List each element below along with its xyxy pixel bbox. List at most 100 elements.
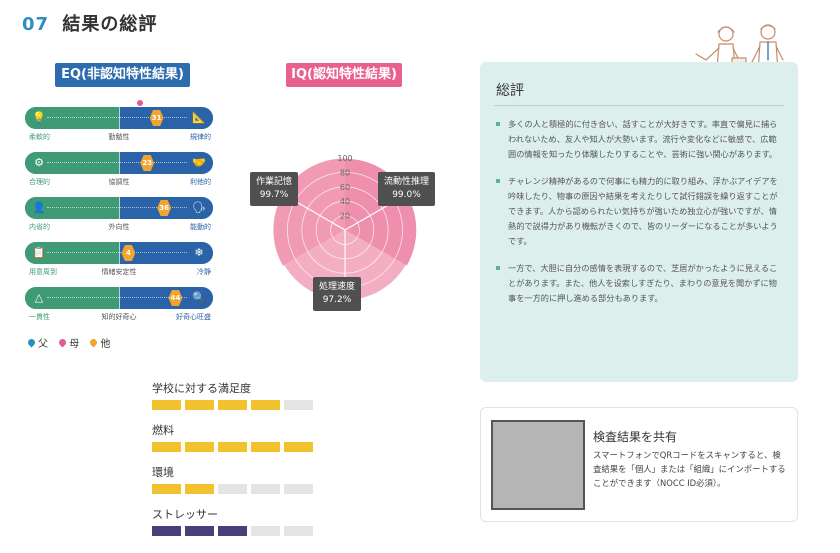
summary-item: 多くの人と積極的に付き合い、話すことが大好きです。率直で偏見に捕らわれないため、… [494,117,784,162]
radar-tick-label: 80 [340,168,350,177]
summary-item: チャレンジ精神があるので何事にも精力的に取り組み、浮かぶアイデアを吟味したり、物… [494,174,784,249]
satisfaction-item: 燃料 [152,422,317,452]
rating-box [218,484,247,494]
rating-box [152,400,181,410]
page-title-text: 結果の総評 [62,14,158,35]
share-panel: 検査結果を共有 スマートフォンでQRコードをスキャンすると、検査結果を「個人」ま… [480,407,798,522]
score-badge: 31 [149,110,164,126]
rating-box [251,400,280,410]
summary-item: 一方で、大胆に自分の感情を表現するので、芝居がかったように見えることがあります。… [494,261,784,306]
rating-box [284,484,313,494]
rating-bar [152,484,317,494]
trait-right-icon: 📐 [192,111,206,124]
rating-box [185,442,214,452]
rating-box [284,526,313,536]
summary-title: 総評 [496,83,524,99]
trait-left-label: 用意周到 [29,268,57,276]
score-badge: 36 [157,200,172,216]
trait-right-label: 規律的 [190,133,211,141]
rating-box [185,400,214,410]
rating-box [284,442,313,452]
rating-box [152,442,181,452]
trait-right-label: 好奇心旺盛 [176,313,211,321]
eq-row: △ 🔍 44 一貫性 知的好奇心 好奇心旺盛 [25,287,213,323]
satisfaction-label: 燃料 [152,424,174,437]
radar-tick-label: 20 [340,212,350,221]
qr-code-image[interactable] [491,420,585,510]
trait-right-label: 能動的 [190,223,211,231]
radar-tick-label: 40 [340,197,350,206]
trait-left-label: 一貫性 [29,313,50,321]
rating-box [251,442,280,452]
eq-legend: 父 母 他 [26,335,118,350]
rating-bar [152,526,317,536]
radar-tick-label: 100 [337,154,352,163]
mother-marker-icon [136,100,143,106]
satisfaction-label: 環境 [152,466,174,479]
satisfaction-label: ストレッサー [152,508,218,521]
rating-box [185,484,214,494]
satisfaction-item: 環境 [152,464,317,494]
trait-left-label: 内省的 [29,223,50,231]
trait-right-icon: ❄ [194,246,204,259]
rating-box [284,400,313,410]
page-number: 07 [22,14,50,35]
radar-tick-label: 60 [340,183,350,192]
score-badge: 23 [140,155,155,171]
rating-box [251,484,280,494]
score-badge: 4 [121,245,136,261]
trait-name-label: 外向性 [108,223,130,231]
rating-box [251,526,280,536]
share-title: 検査結果を共有 [593,430,678,444]
eq-row: ⚙ 🤝 23 合理的 協調性 利他的 [25,152,213,188]
eq-row: 📋 ❄ 4 用意周到 情緒安定性 冷静 [25,242,213,278]
trait-left-label: 柔軟的 [29,133,50,141]
trait-left-icon: ⚙ [34,156,44,169]
trait-name-label: 知的好奇心 [101,313,137,321]
map-pin-icon [26,337,37,348]
summary-divider [494,105,784,106]
rating-box [218,400,247,410]
rating-box [218,442,247,452]
trait-name-label: 勤勉性 [108,133,130,141]
rating-box [152,526,181,536]
rating-bar [152,442,317,452]
iq-header: IQ(認知特性結果) [286,63,402,87]
trait-right-label: 冷静 [197,268,211,276]
trait-right-icon: 🗣 [192,201,206,214]
trait-left-icon: 📋 [32,246,46,259]
eq-row: 👤 🗣 36 内省的 外向性 能動的 [25,197,213,233]
score-badge: 44 [168,290,183,306]
satisfaction-item: 学校に対する満足度 [152,380,317,410]
share-description: スマートフォンでQRコードをスキャンすると、検査結果を「個人」または「組織」にイ… [593,450,786,488]
legend-mother: 母 [57,337,79,350]
map-pin-icon [57,337,68,348]
trait-right-icon: 🔍 [192,291,206,304]
trait-left-icon: 👤 [32,201,46,214]
legend-other: 他 [88,337,110,350]
trait-name-label: 協調性 [108,178,130,186]
legend-father: 父 [26,337,48,350]
trait-right-label: 利他的 [190,178,211,186]
eq-header: EQ(非認知特性結果) [55,63,190,87]
trait-left-icon: △ [34,291,44,304]
satisfaction-item: ストレッサー [152,506,317,536]
summary-list: 多くの人と積極的に付き合い、話すことが大好きです。率直で偏見に捕らわれないため、… [494,117,784,318]
rating-box [218,526,247,536]
eq-scale-bar: 💡📐31 [25,107,213,129]
page-title: 07 結果の総評 [22,10,157,36]
rating-box [185,526,214,536]
trait-name-label: 情緒安定性 [101,268,137,276]
eq-scale-bar: △ 🔍 44 [25,287,213,309]
rating-bar [152,400,317,410]
trait-right-icon: 🤝 [192,156,206,169]
eq-scale-bar: 👤 🗣 36 [25,197,213,219]
summary-panel: 総評 多くの人と積極的に付き合い、話すことが大好きです。率直で偏見に捕らわれない… [480,62,798,382]
trait-left-label: 合理的 [29,178,50,186]
eq-scale-bar: 📋 ❄ 4 [25,242,213,264]
map-pin-icon [88,337,99,348]
